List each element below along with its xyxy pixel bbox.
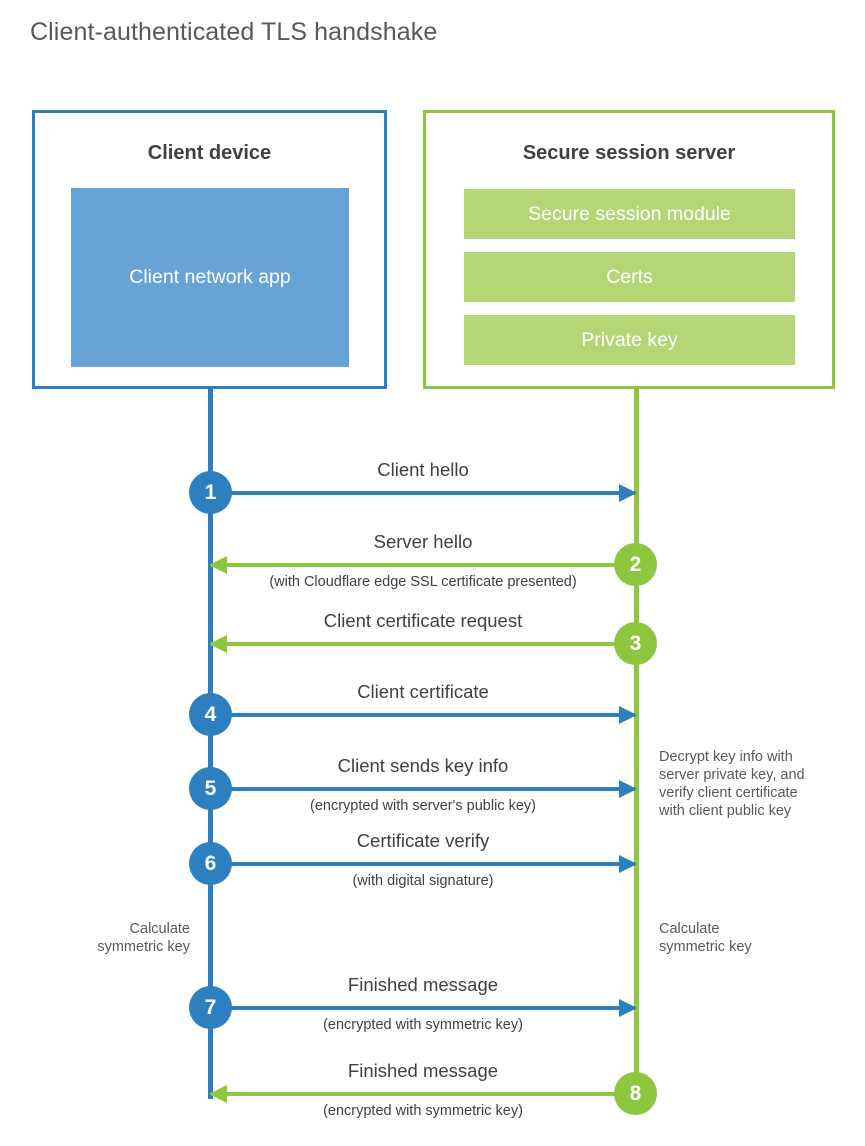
message-arrow-line-1 [211,491,635,495]
server-component-certs: Certs [464,252,795,302]
message-sublabel-6: (with digital signature) [352,873,494,889]
message-sublabel-2: (with Cloudflare edge SSL certificate pr… [269,574,577,590]
server-component-private-key: Private key [464,315,795,365]
message-label-7: Finished message [347,974,499,995]
message-arrow-line-3 [211,642,635,646]
arrowhead-icon-1 [619,484,637,502]
message-arrow-line-2 [211,563,635,567]
secure-session-server-title: Secure session server [522,142,736,164]
message-arrow-line-4 [211,713,635,717]
message-label-3: Client certificate request [323,610,523,631]
message-label-5: Client sends key info [337,755,509,776]
message-sublabel-5: (encrypted with server's public key) [310,798,536,814]
arrowhead-icon-5 [619,780,637,798]
message-arrow-line-7 [211,1006,635,1010]
annotation-server-decrypt: Decrypt key info with server private key… [659,749,805,819]
message-label-1: Client hello [377,459,469,480]
message-arrow-line-8 [211,1092,635,1096]
message-sublabel-7: (encrypted with symmetric key) [323,1017,523,1033]
annotation-client-calculate-symmetric-key: Calculate symmetric key [97,921,190,955]
step-number-badge-7: 7 [189,986,232,1029]
arrowhead-icon-6 [619,855,637,873]
step-number-badge-4: 4 [189,693,232,736]
client-network-app-label: Client network app [129,266,291,288]
message-label-6: Certificate verify [356,830,490,851]
arrowhead-icon-4 [619,706,637,724]
server-component-secure-session-module: Secure session module [464,189,795,239]
client-device-title: Client device [147,142,272,164]
message-label-4: Client certificate [357,681,489,702]
annotation-server-calculate-symmetric-key: Calculate symmetric key [659,921,752,955]
arrowhead-icon-2 [209,556,227,574]
step-number-badge-8: 8 [614,1072,657,1115]
arrowhead-icon-7 [619,999,637,1017]
message-sublabel-8: (encrypted with symmetric key) [323,1103,523,1119]
message-arrow-line-6 [211,862,635,866]
message-label-8: Finished message [347,1060,499,1081]
step-number-badge-3: 3 [614,622,657,665]
client-device-box: Client device Client network app [32,110,387,389]
arrowhead-icon-8 [209,1085,227,1103]
page-title: Client-authenticated TLS handshake [30,18,438,46]
message-label-2: Server hello [373,531,473,552]
message-arrow-line-5 [211,787,635,791]
client-lifeline [208,389,213,1099]
step-number-badge-6: 6 [189,842,232,885]
client-network-app-block: Client network app [71,188,349,367]
step-number-badge-1: 1 [189,471,232,514]
secure-session-server-box: Secure session server Secure session mod… [423,110,835,389]
server-lifeline [634,389,639,1096]
arrowhead-icon-3 [209,635,227,653]
step-number-badge-5: 5 [189,767,232,810]
step-number-badge-2: 2 [614,543,657,586]
